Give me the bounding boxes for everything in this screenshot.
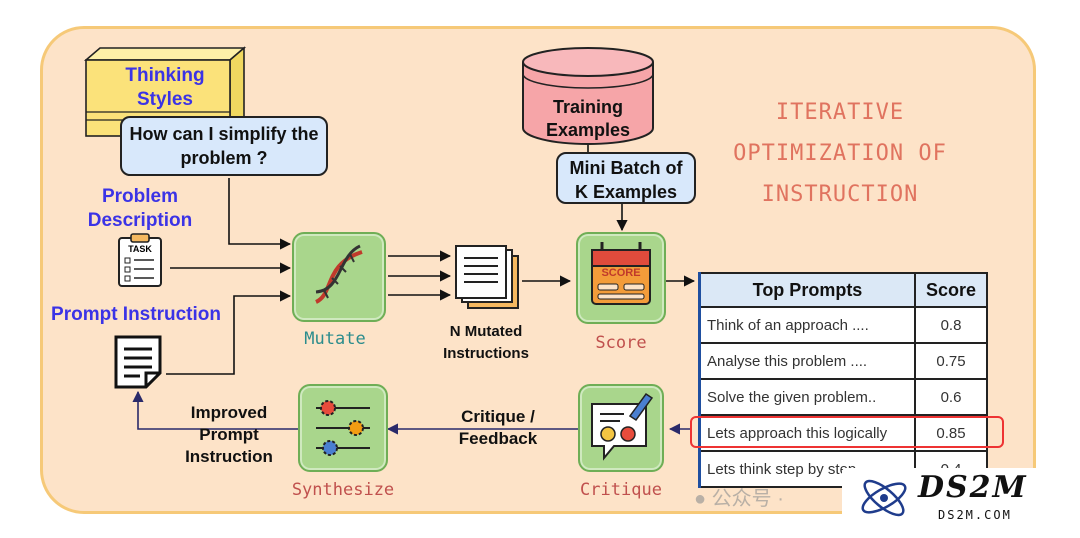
prompt-cell: Lets approach this logically: [698, 415, 916, 452]
header-score: Score: [914, 272, 988, 308]
score-board-icon: SCORE: [591, 242, 651, 305]
prompt-cell: Solve the given problem..: [698, 379, 916, 416]
score-board-text: SCORE: [601, 267, 640, 279]
wechat-icon: ●: [694, 488, 707, 510]
thinking-styles-label: Thinking Styles: [125, 65, 205, 110]
watermark: ● 公众号 ·: [694, 482, 784, 511]
mutate-node: [292, 232, 386, 322]
table-row: Think of an approach .... 0.8: [698, 307, 988, 344]
score-cell: 0.6: [914, 379, 988, 416]
diagram-title: ITERATIVE OPTIMIZATION OF INSTRUCTION: [733, 100, 947, 207]
edge-prompt-to-mutate: [166, 290, 292, 375]
gears-icon: [316, 400, 370, 456]
score-label: Score: [595, 333, 647, 353]
score-cell: 0.75: [914, 343, 988, 380]
score-cell: 0.85: [914, 415, 988, 452]
thinking-style-bubble: How can I simplify the problem ?: [120, 116, 328, 176]
document-icon: [114, 335, 162, 389]
score-node: SCORE: [576, 232, 666, 324]
table-header-row: Top Prompts Score: [698, 272, 988, 308]
task-clipboard-text: TASK: [128, 244, 152, 254]
header-top-prompts: Top Prompts: [698, 272, 916, 308]
stacked-documents-icon: [455, 245, 519, 309]
training-examples-label: Training Examples: [545, 97, 631, 140]
prompt-instruction-label: Prompt Instruction: [51, 304, 221, 325]
database-icon: [522, 47, 654, 145]
synthesize-label: Synthesize: [291, 480, 395, 500]
logo-url: DS2M.COM: [938, 508, 1012, 522]
problem-description-label: Problem Description: [87, 186, 193, 231]
dna-icon: [314, 244, 363, 304]
score-cell: 0.8: [914, 307, 988, 344]
ds2m-logo: DS2M DS2M.COM: [842, 468, 1070, 528]
mutated-instructions-label: N Mutated Instructions: [443, 323, 529, 362]
edge-synthesize-to-prompt: [132, 390, 298, 430]
improved-prompt-label: Improved Prompt Instruction: [185, 403, 273, 466]
critique-label: Critique: [580, 480, 662, 500]
mutate-label: Mutate: [304, 329, 366, 349]
best-prompt-highlight: [690, 416, 1004, 448]
task-clipboard-icon: TASK: [118, 233, 162, 287]
critique-node: [578, 384, 664, 472]
logo-brand: DS2M: [918, 470, 1028, 505]
prompt-cell: Analyse this problem ....: [698, 343, 916, 380]
table-row: Analyse this problem .... 0.75: [698, 343, 988, 380]
top-prompts-table: Top Prompts Score Think of an approach .…: [698, 272, 988, 488]
edge-thinking-to-mutate: [228, 178, 292, 250]
atom-icon: [861, 479, 907, 517]
watermark-text: 公众号 ·: [711, 488, 784, 510]
prompt-cell: Think of an approach ....: [698, 307, 916, 344]
feedback-icon: [591, 392, 654, 461]
table-row: Solve the given problem.. 0.6: [698, 379, 988, 416]
synthesize-node: [298, 384, 388, 472]
mini-batch-box: Mini Batch of K Examples: [556, 152, 696, 204]
feedback-label: Critique / Feedback: [458, 407, 538, 448]
table-row-highlighted: Lets approach this logically 0.85: [698, 415, 988, 452]
